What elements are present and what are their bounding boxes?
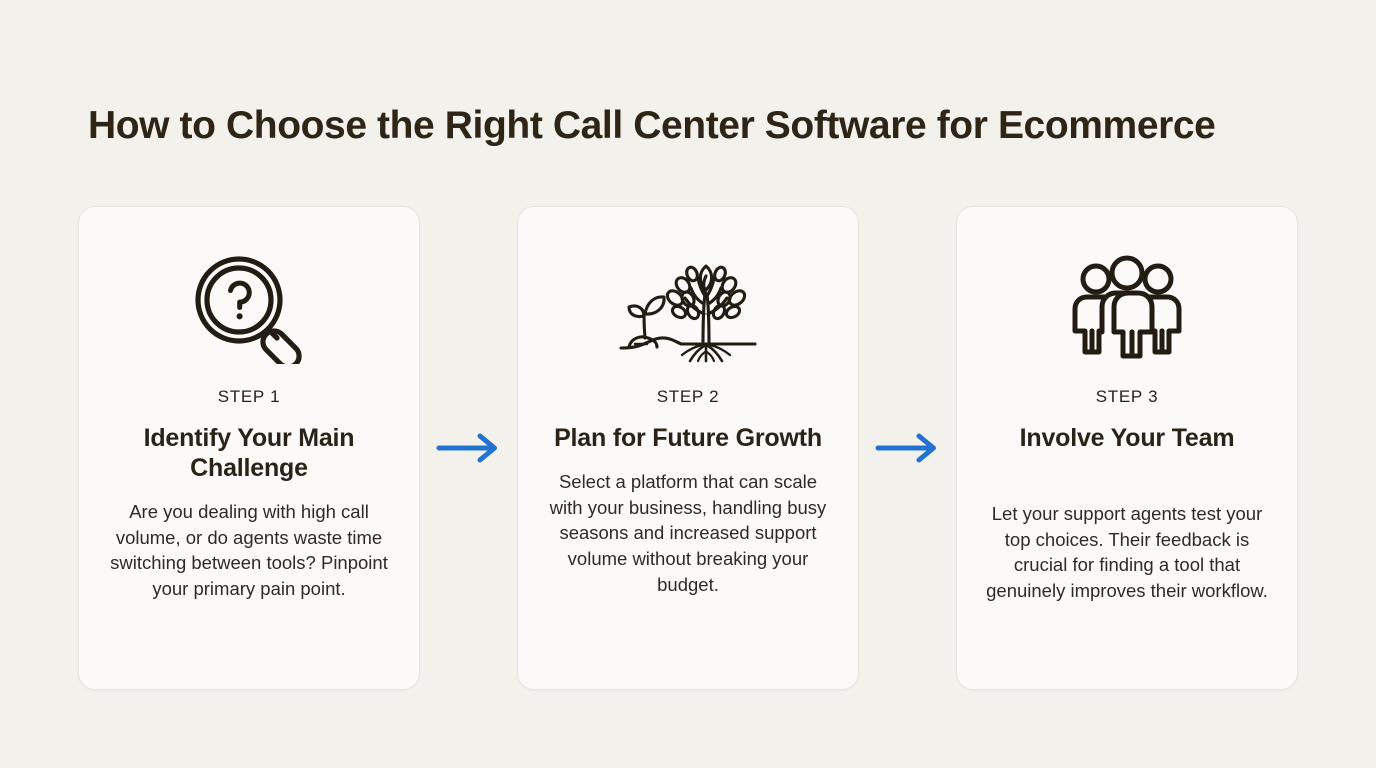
team-group-icon (1068, 249, 1186, 367)
step-label: STEP 3 (1095, 387, 1159, 406)
step-label: STEP 1 (217, 387, 281, 406)
steps-row: STEP 1 Identify Your Main Challenge Are … (78, 206, 1298, 692)
step-label: STEP 2 (656, 387, 720, 406)
connector-arrow-2 (860, 206, 956, 690)
step-card-3[interactable]: STEP 3 Involve Your Team Let your suppor… (956, 206, 1298, 690)
growing-tree-icon (617, 249, 759, 367)
step-body: Are you dealing with high call volume, o… (110, 501, 388, 600)
step-title: Involve Your Team (1019, 424, 1235, 452)
page-title: How to Choose the Right Call Center Soft… (88, 104, 1216, 148)
step-card-2[interactable]: STEP 2 Plan for Future Growth Select a p… (517, 206, 859, 690)
magnifier-question-icon (189, 249, 309, 367)
step-body: Select a platform that can scale with yo… (549, 471, 827, 595)
step-body: Let your support agents test your top ch… (986, 503, 1268, 602)
step-title: Identify Your Main Challenge (143, 424, 355, 482)
arrow-right-icon (875, 433, 936, 463)
connector-arrow-1 (421, 206, 517, 690)
arrow-right-icon (436, 433, 497, 463)
step-title: Plan for Future Growth (554, 424, 822, 452)
step-card-1[interactable]: STEP 1 Identify Your Main Challenge Are … (78, 206, 420, 690)
